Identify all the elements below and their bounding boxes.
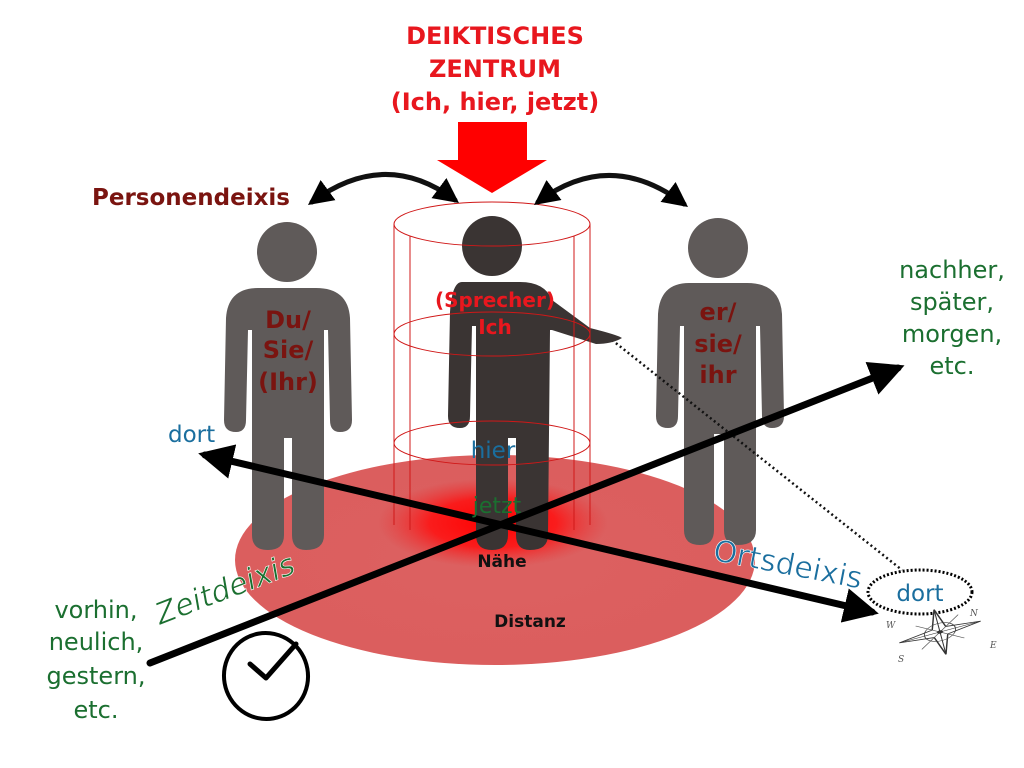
past-time-3: gestern, [47, 662, 146, 690]
past-time-1: vorhin, [54, 596, 137, 624]
dort-right-label: dort [896, 581, 943, 607]
compass-n: N [969, 609, 979, 619]
future-time-2: später, [910, 288, 994, 316]
curved-arrow-icon [307, 172, 688, 208]
center-figure-line-2: Ich [478, 315, 512, 339]
personendeixis-label: Personendeixis [92, 185, 290, 211]
title-line-3: (Ich, hier, jetzt) [391, 88, 599, 116]
future-time-3: morgen, [902, 320, 1002, 348]
past-time-4: etc. [74, 696, 119, 724]
past-time-2: neulich, [49, 628, 144, 656]
title-line-1: DEIKTISCHES [406, 22, 584, 50]
left-figure-line-3: (Ihr) [258, 368, 318, 396]
right-figure-line-1: er/ [700, 298, 737, 326]
dort-highlight-ellipse [866, 568, 974, 616]
compass-s: S [898, 655, 904, 665]
hier-label: hier [471, 438, 516, 464]
title-line-2: ZENTRUM [429, 55, 561, 83]
naehe-label: Nähe [477, 552, 526, 572]
left-figure-line-2: Sie/ [263, 336, 314, 364]
zeitdeixis-axis [146, 361, 905, 667]
right-figure-line-3: ihr [699, 361, 736, 389]
dort-left-label: dort [168, 422, 215, 448]
future-time-4: etc. [930, 352, 975, 380]
compass-w: W [886, 621, 896, 631]
ortsdeixis-axis [198, 444, 879, 623]
future-time-1: nachher, [899, 256, 1005, 284]
down-arrow-icon [437, 122, 547, 193]
jetzt-label: jetzt [472, 494, 522, 519]
compass-e: E [989, 641, 997, 651]
left-figure-line-1: Du/ [265, 306, 311, 334]
center-figure-line-1: (Sprecher) [435, 288, 555, 312]
compass-rose-icon [899, 609, 981, 655]
right-figure-line-2: sie/ [694, 330, 742, 358]
clock-icon [221, 631, 311, 721]
distanz-label: Distanz [494, 612, 566, 632]
